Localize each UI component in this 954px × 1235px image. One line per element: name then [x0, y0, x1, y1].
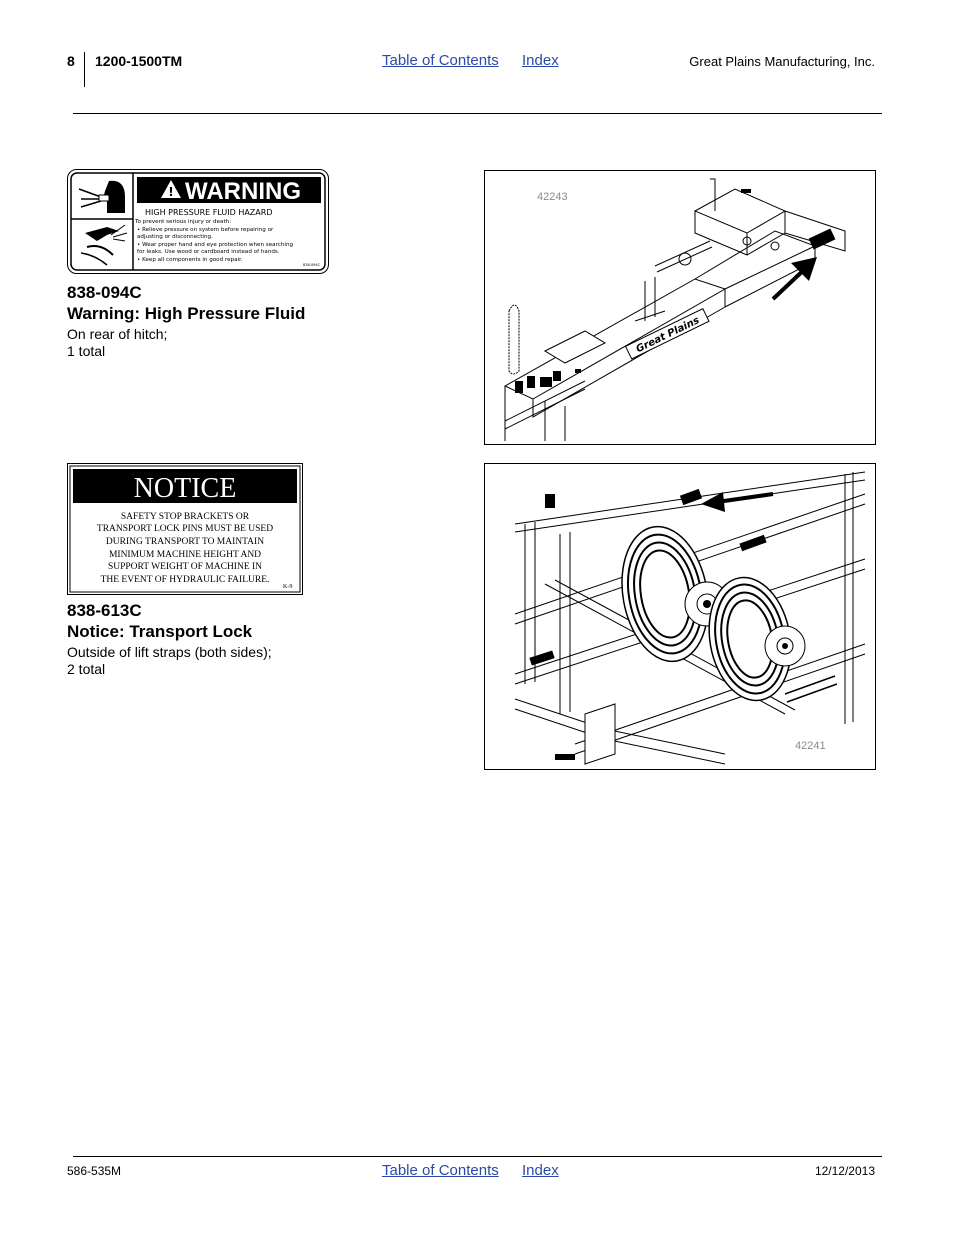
hitch-figure: Great Plains 42243: [484, 170, 876, 445]
warning-decal-code: 838-094C: [303, 263, 321, 267]
footer-rule: [73, 1156, 882, 1157]
part-title-1: Warning: High Pressure Fluid: [67, 304, 306, 323]
lift-strap-figure: 42241: [484, 463, 876, 770]
notice-line: MINIMUM MACHINE HEIGHT AND: [109, 550, 261, 560]
part-quantity-2: 2 total: [67, 661, 106, 677]
part-title-2: Notice: Transport Lock: [67, 622, 253, 641]
warning-bullet: • Relieve pressure on system before repa…: [137, 227, 274, 233]
svg-text:!: !: [168, 185, 173, 199]
part-quantity-1: 1 total: [67, 343, 106, 359]
notice-line: SAFETY STOP BRACKETS OR: [121, 512, 250, 522]
header-divider: [84, 52, 85, 87]
part-number-2: 838-613C: [67, 601, 142, 620]
warning-bullet: • Wear proper hand and eye protection wh…: [137, 242, 293, 248]
figure-number-1: 42243: [537, 191, 568, 203]
header-index-link[interactable]: Index: [522, 52, 559, 69]
warning-subheading: HIGH PRESSURE FLUID HAZARD: [145, 208, 272, 217]
header-toc-link[interactable]: Table of Contents: [382, 52, 499, 69]
footer-toc-link[interactable]: Table of Contents: [382, 1162, 499, 1179]
notice-line: DURING TRANSPORT TO MAINTAIN: [106, 537, 264, 547]
model-title: 1200-1500TM: [95, 53, 183, 69]
notice-heading: NOTICE: [134, 473, 237, 504]
part-location-1: On rear of hitch;: [67, 326, 168, 342]
footer-index-link[interactable]: Index: [522, 1162, 559, 1179]
notice-line: SUPPORT WEIGHT OF MACHINE IN: [108, 562, 262, 572]
warning-bullet: adjusting or disconnecting.: [137, 234, 213, 240]
warning-heading: WARNING: [185, 178, 301, 205]
part-number-1: 838-094C: [67, 283, 142, 302]
notice-line: THE EVENT OF HYDRAULIC FAILURE.: [101, 575, 270, 585]
notice-decal: NOTICE SAFETY STOP BRACKETS OR TRANSPORT…: [67, 463, 303, 595]
notice-line: TRANSPORT LOCK PINS MUST BE USED: [97, 524, 273, 534]
notice-decal-code: K-9: [283, 584, 292, 590]
warning-bullet: • Keep all components in good repair.: [137, 257, 243, 263]
footer-date: 12/12/2013: [814, 1164, 875, 1178]
header-rule: [73, 113, 882, 114]
figure-number-2: 42241: [795, 740, 826, 752]
warning-decal: ! WARNING HIGH PRESSURE FLUID HAZARD To …: [67, 169, 329, 274]
page-number: 8: [67, 53, 75, 69]
company-name: Great Plains Manufacturing, Inc.: [689, 54, 875, 69]
part-location-2: Outside of lift straps (both sides);: [67, 644, 272, 660]
doc-number: 586-535M: [67, 1164, 122, 1178]
warning-intro: To prevent serious injury or death:: [134, 219, 231, 225]
warning-bullet: for leaks. Use wood or cardboard instead…: [137, 249, 280, 255]
